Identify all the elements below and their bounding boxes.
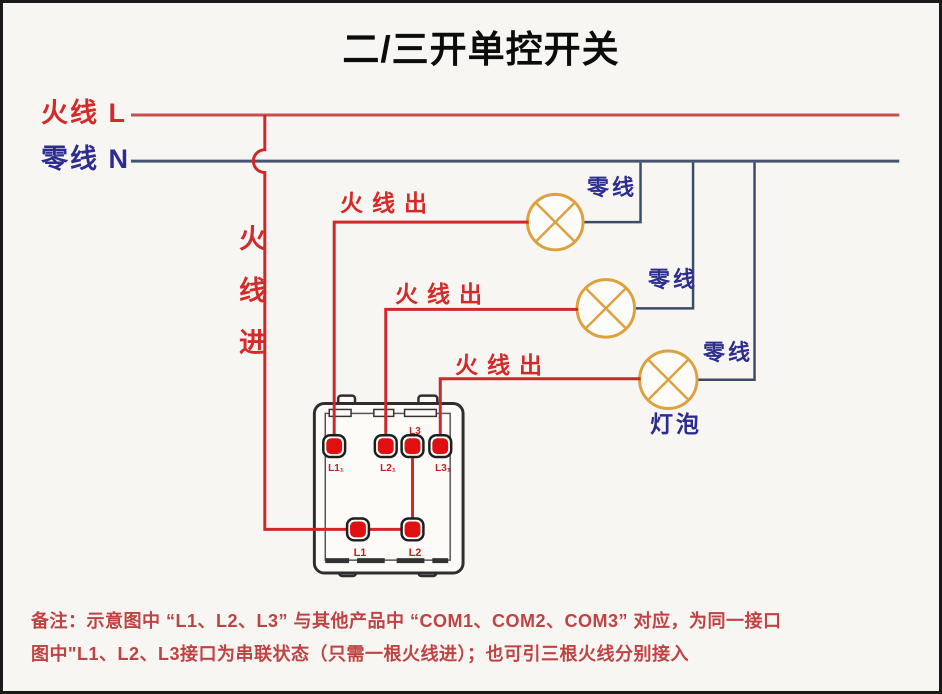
- live-out-label-3: 火线出: [455, 352, 551, 378]
- terminal-label-L3-out: L3₁: [435, 463, 451, 474]
- live-line-letter: L: [108, 98, 128, 128]
- live-line-label: 火线 L: [41, 100, 127, 127]
- note-line-2: 图中"L1、L2、L3接口为串联状态（只需一根火线进）；也可引三根火线分别接入: [31, 644, 690, 664]
- neutral-branch-wire-1: [583, 162, 642, 224]
- live-out-wire-3: [438, 377, 641, 440]
- terminal-top-2: [373, 433, 398, 459]
- lamp-icon-2: [575, 278, 637, 339]
- bulb-label: 灯泡: [650, 411, 702, 437]
- neutral-branch-label-1: 零线: [587, 175, 638, 200]
- live-out-wire-1: [332, 220, 529, 440]
- live-out-label-1: 火线出: [340, 190, 436, 216]
- note-line-1: 备注：示意图中 “L1、L2、L3” 与其他产品中 “COM1、COM2、COM…: [31, 611, 782, 631]
- terminal-bottom-L1: [345, 517, 371, 542]
- switch-box-top-slots: [328, 408, 438, 418]
- neutral-line-label: 零线 N: [41, 146, 130, 173]
- live-out-wire-2: [384, 307, 579, 440]
- diagram-artwork: [130, 113, 900, 578]
- neutral-branch-wire-3: [697, 162, 756, 381]
- lamp-icon-1: [526, 192, 585, 252]
- terminal-label-L3-com: L3: [409, 426, 421, 437]
- terminal-top-com3: [400, 433, 425, 459]
- lamp-icon-3: [638, 349, 699, 410]
- neutral-line-letter: N: [108, 144, 131, 174]
- terminal-label-L1-out: L1₁: [328, 463, 344, 474]
- live-out-label-2: 火线出: [395, 281, 491, 307]
- neutral-branch-label-2: 零线: [648, 267, 699, 292]
- terminal-label-L1: L1: [353, 547, 367, 559]
- terminal-top-3: [428, 433, 453, 459]
- live-line-label-text: 火线: [41, 98, 99, 128]
- terminal-top-1: [322, 433, 347, 459]
- switch-box-bottom-dashes: [325, 558, 449, 564]
- live-in-label: 火线进: [235, 224, 265, 380]
- page-title: 二/三开单控开关: [342, 29, 620, 70]
- neutral-branch-wire-2: [634, 162, 695, 310]
- terminal-bottom-L2: [400, 517, 425, 542]
- neutral-line-label-text: 零线: [41, 144, 99, 174]
- live-in-wire: [251, 115, 354, 531]
- terminal-label-L2: L2: [408, 547, 422, 559]
- neutral-branch-label-3: 零线: [703, 340, 754, 365]
- terminal-label-L2-out: L2₁: [380, 463, 396, 474]
